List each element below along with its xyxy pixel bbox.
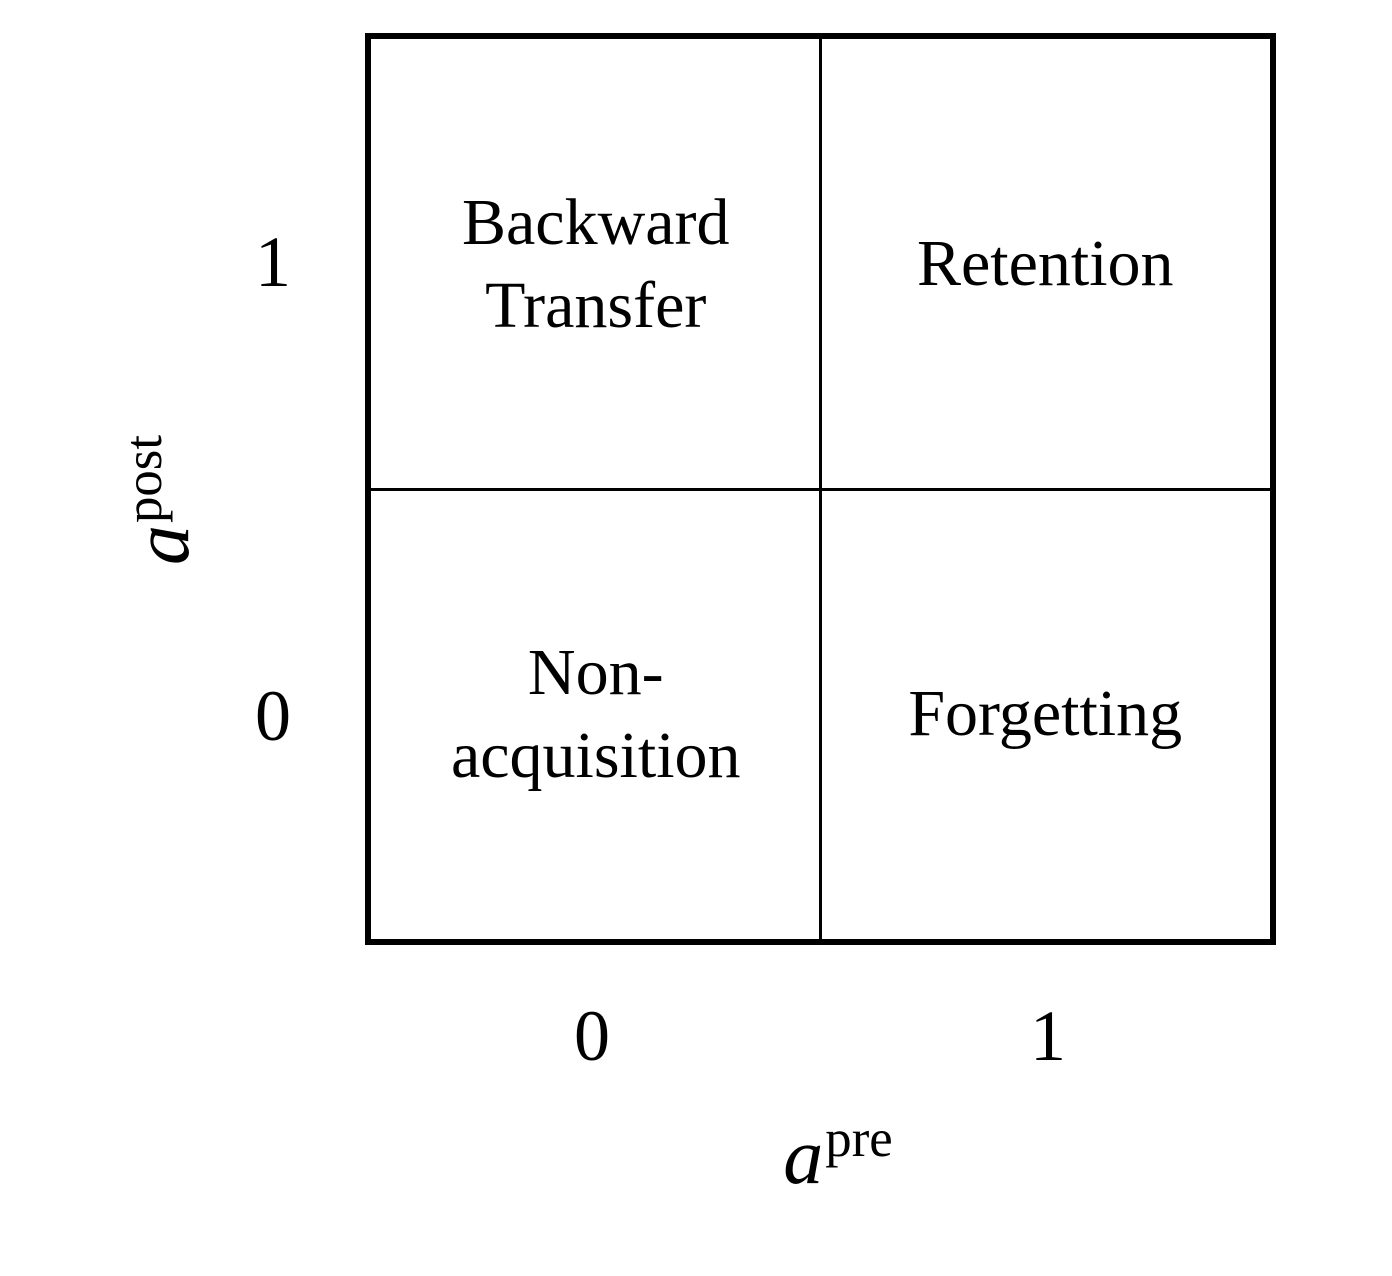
y-axis-tick-0: 0 — [255, 676, 291, 756]
horizontal-divider — [371, 487, 1270, 491]
quadrant-non-acquisition: Non- acquisition — [371, 489, 821, 939]
quadrant-label-backward-transfer: Backward Transfer — [461, 185, 730, 342]
y-axis-variable: a — [118, 525, 207, 566]
quadrant-backward-transfer: Backward Transfer — [371, 39, 821, 489]
y-axis-label: apost — [114, 434, 206, 565]
quadrant-label-retention: Retention — [916, 227, 1174, 301]
quadrant-label-non-acquisition: Non- acquisition — [450, 635, 741, 792]
x-axis-tick-1: 1 — [1030, 996, 1066, 1076]
quadrant-label-forgetting: Forgetting — [908, 677, 1183, 751]
x-axis-label: apre — [783, 1109, 893, 1197]
quadrant-forgetting: Forgetting — [821, 489, 1271, 939]
y-axis-superscript: post — [114, 434, 173, 524]
quadrant-retention: Retention — [821, 39, 1271, 489]
y-axis-tick-1: 1 — [255, 222, 291, 302]
plot-box: Backward Transfer Retention Non- acquisi… — [365, 33, 1276, 945]
x-axis-superscript: pre — [825, 1109, 893, 1168]
x-axis-variable: a — [783, 1113, 824, 1202]
x-axis-tick-0: 0 — [574, 996, 610, 1076]
